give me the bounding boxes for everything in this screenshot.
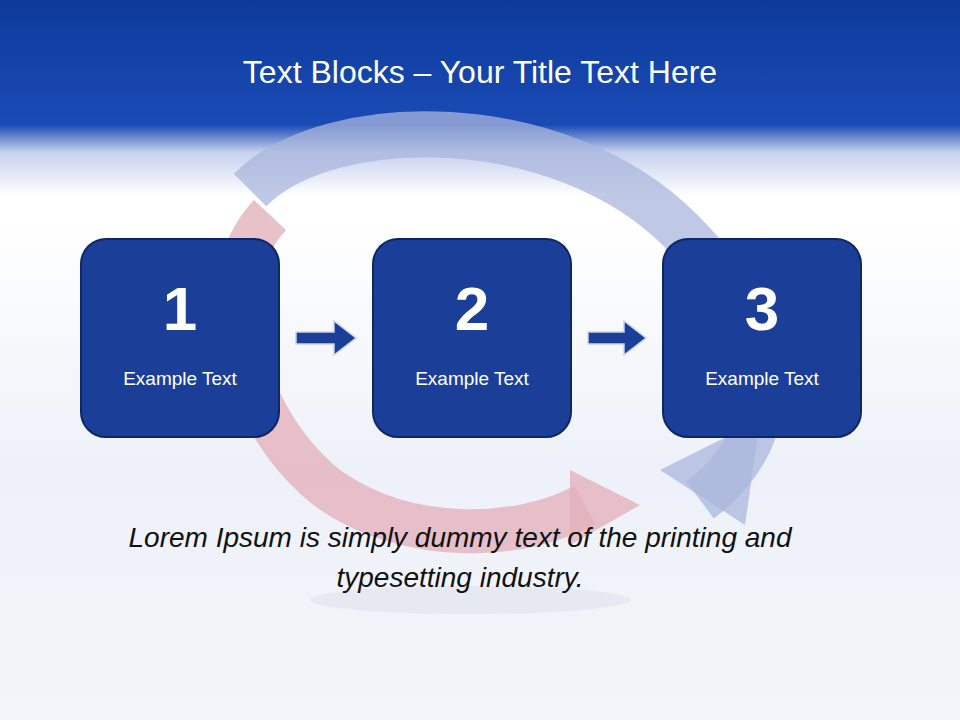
step-number: 2	[455, 278, 489, 340]
header-band	[0, 0, 960, 200]
step-box: 3Example Text	[662, 238, 862, 438]
step-label: Example Text	[123, 368, 237, 390]
flow-arrow	[588, 321, 646, 355]
step-box: 1Example Text	[80, 238, 280, 438]
slide-title: Text Blocks – Your Title Text Here	[0, 54, 960, 91]
step-number: 3	[745, 278, 779, 340]
red-arc	[237, 215, 585, 531]
step-number: 1	[163, 278, 197, 340]
step-label: Example Text	[705, 368, 819, 390]
step-box: 2Example Text	[372, 238, 572, 438]
step-label: Example Text	[415, 368, 529, 390]
caption-text: Lorem Ipsum is simply dummy text of the …	[110, 518, 810, 598]
flow-arrow	[296, 321, 356, 355]
